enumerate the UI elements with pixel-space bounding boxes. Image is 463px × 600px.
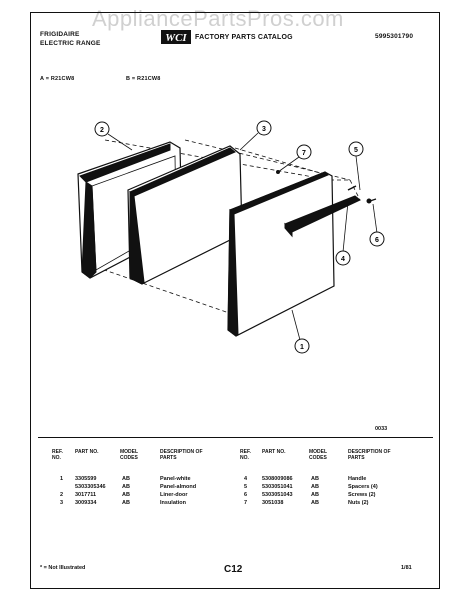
desc-cell: Liner-door [160,492,188,498]
header-ref-no-right: REF. NO. [240,449,251,461]
callout-3: 3 [256,120,272,136]
part-cell: 5303305346 [75,484,106,490]
part-cell: 5308009086 [262,476,293,482]
header-ref-no-left: REF. NO. [52,449,63,461]
callout-label: 1 [300,344,304,351]
callout-label: 4 [341,256,345,263]
header-model-codes-left: MODEL CODES [120,449,138,461]
header-description-right: DESCRIPTION OF PARTS [348,449,391,461]
table-top-rule [38,437,433,438]
part-cell: 3305599 [75,476,97,482]
part-cell: 3009334 [75,500,97,506]
codes-cell: AB [122,476,130,482]
model-a-label: A = R21CW8 [40,76,75,82]
callout-circles: 2 3 7 5 4 6 1 [94,120,385,354]
footer-date: 1/81 [401,565,412,571]
ref-cell: 2 [60,492,64,498]
header-part-no-right: PART NO. [262,449,286,455]
desc-cell: Insulation [160,500,186,506]
ref-cell: 4 [244,476,248,482]
part-cell: 5303051043 [262,492,293,498]
desc-cell: Panel-almond [160,484,197,490]
product-label: ELECTRIC RANGE [40,40,101,47]
desc-cell: Screws (2) [348,492,376,498]
callout-label: 5 [354,147,358,154]
brand-label: FRIGIDAIRE [40,31,80,38]
callout-1: 1 [294,338,310,354]
page-number: C12 [224,564,243,575]
part-cell: 3017711 [75,492,97,498]
desc-cell: Handle [348,476,367,482]
desc-cell: Spacers (4) [348,484,378,490]
part-cell: 3051038 [262,500,284,506]
codes-cell: AB [311,484,319,490]
callout-label: 3 [262,126,266,133]
ref-cell: 5 [244,484,248,490]
part-cell: 5303051041 [262,484,293,490]
model-b-label: B = R21CW8 [126,76,161,82]
codes-cell: AB [311,492,319,498]
logo-text: WCI [165,32,187,44]
desc-cell: Panel-white [160,476,191,482]
codes-cell: AB [122,500,130,506]
callout-2: 2 [94,121,110,137]
door-exploded-diagram: 2 3 7 5 4 6 1 [77,120,385,354]
desc-cell: Nuts (2) [348,500,369,506]
ref-cell: 3 [60,500,64,506]
callout-6: 6 [369,231,385,247]
header-part-no-left: PART NO. [75,449,99,455]
diagram-code: 0033 [375,426,388,432]
callout-7: 7 [296,144,312,160]
watermark: AppliancePartsPros.com [92,6,344,31]
callout-label: 2 [100,127,104,134]
callout-5: 5 [348,141,364,157]
header-description-left: DESCRIPTION OF PARTS [160,449,203,461]
codes-cell: AB [311,500,319,506]
catalog-title: FACTORY PARTS CATALOG [195,34,293,41]
page-frame [30,12,440,589]
footer-note: * = Not Illustrated [40,565,86,571]
header-model-codes-right: MODEL CODES [309,449,327,461]
ref-cell: 6 [244,492,248,498]
callout-4: 4 [335,250,351,266]
doc-number: 5995301790 [375,33,414,40]
ref-cell: 7 [244,500,248,506]
ref-cell: 1 [60,476,64,482]
callout-leaders [107,132,378,341]
outer-panel-part [227,171,335,337]
callout-label: 6 [375,237,379,244]
codes-cell: AB [311,476,319,482]
codes-cell: AB [122,492,130,498]
handle-part [284,195,361,238]
codes-cell: AB [122,484,130,490]
callout-label: 7 [302,150,306,157]
wci-logo: WCI [161,30,191,44]
